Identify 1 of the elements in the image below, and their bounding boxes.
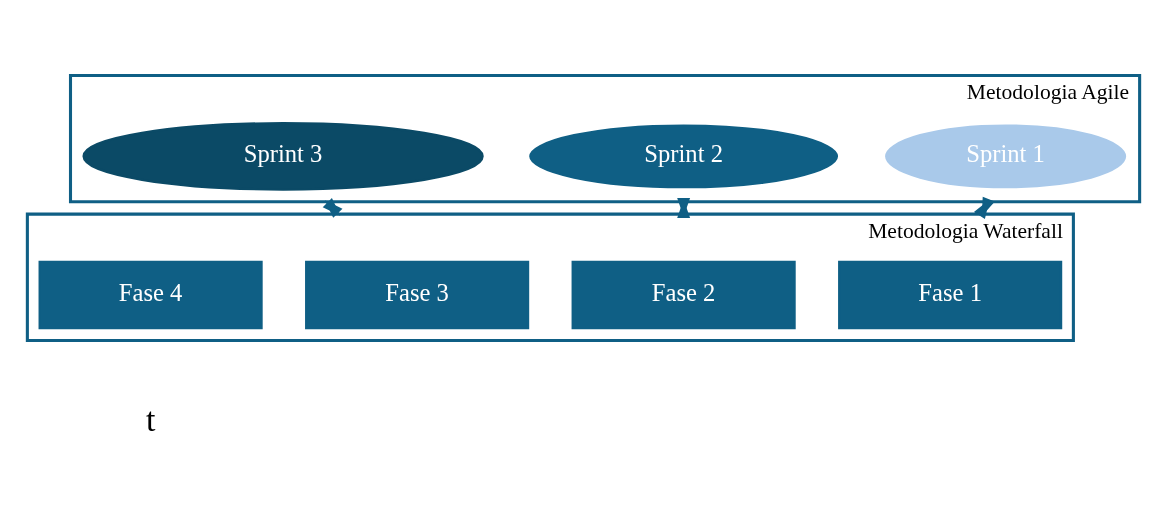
label: t [145,400,156,438]
